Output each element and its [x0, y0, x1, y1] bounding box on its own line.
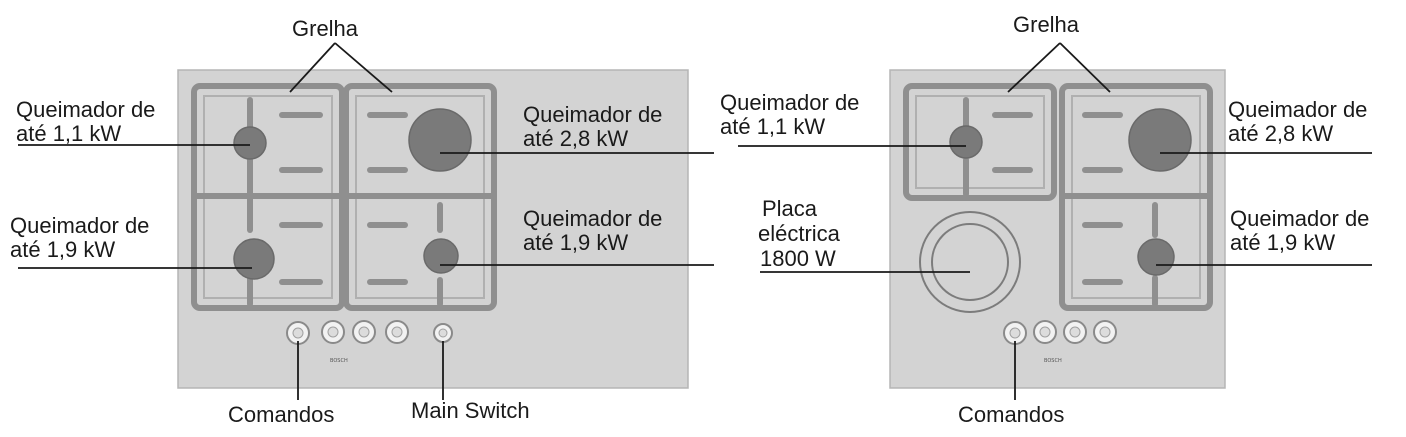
right-grill-label: Grelha	[1013, 12, 1080, 37]
left-burner-bottom-right-label-2: até 1,9 kW	[523, 230, 628, 255]
right-grate-right	[1059, 83, 1213, 311]
right-burner-bottom-right-label-2: até 1,9 kW	[1230, 230, 1335, 255]
right-burner-top-left	[949, 125, 983, 159]
left-burner-bottom-right-label-1: Queimador de	[523, 206, 662, 231]
left-burner-bottom-right	[423, 238, 459, 274]
left-burner-top-right-label-1: Queimador de	[523, 102, 662, 127]
left-grill-label: Grelha	[292, 16, 359, 41]
right-burner-top-right-label-2: até 2,8 kW	[1228, 121, 1333, 146]
left-grate-left	[191, 83, 345, 311]
right-hob: BOSCH Grelha Queimador de até 1,1 kW Que…	[720, 12, 1372, 427]
right-electric-plate-label-3: 1800 W	[760, 246, 836, 271]
left-grate-right	[343, 83, 497, 311]
right-grill-leader-left	[1007, 42, 1061, 93]
left-main-switch-label: Main Switch	[411, 398, 530, 423]
left-burner-top-left-label-2: até 1,1 kW	[16, 121, 121, 146]
right-electric-plate	[919, 211, 1021, 313]
right-control-knobs	[1003, 320, 1117, 345]
left-grill-leader-left	[289, 42, 336, 93]
right-burner-top-right	[1128, 108, 1192, 172]
right-burner-top-left-label-1: Queimador de	[720, 90, 859, 115]
right-brand-logo: BOSCH	[1044, 358, 1062, 364]
left-burner-bottom-left-label-1: Queimador de	[10, 213, 149, 238]
right-grate-left	[903, 83, 1057, 201]
right-burner-top-right-label-1: Queimador de	[1228, 97, 1367, 122]
right-burner-bottom-right	[1137, 238, 1175, 276]
left-burner-top-right	[408, 108, 472, 172]
left-burner-top-left	[233, 126, 267, 160]
right-grill-leader-right	[1059, 42, 1111, 93]
left-burner-bottom-left	[233, 238, 275, 280]
left-control-knobs	[286, 320, 409, 345]
right-electric-plate-label-1: Placa	[762, 196, 818, 221]
left-grill-leader-right	[334, 42, 393, 93]
left-controls-label: Comandos	[228, 402, 334, 427]
left-burner-bottom-left-label-2: até 1,9 kW	[10, 237, 115, 262]
right-burner-bottom-right-label-1: Queimador de	[1230, 206, 1369, 231]
left-brand-logo: BOSCH	[330, 358, 348, 364]
right-electric-plate-label-2: eléctrica	[758, 221, 841, 246]
right-burner-top-left-label-2: até 1,1 kW	[720, 114, 825, 139]
left-burner-top-right-label-2: até 2,8 kW	[523, 126, 628, 151]
right-controls-label: Comandos	[958, 402, 1064, 427]
left-hob: BOSCH Grelha Queimador de até 1,1 kW Que…	[10, 16, 714, 427]
left-burner-top-left-label-1: Queimador de	[16, 97, 155, 122]
